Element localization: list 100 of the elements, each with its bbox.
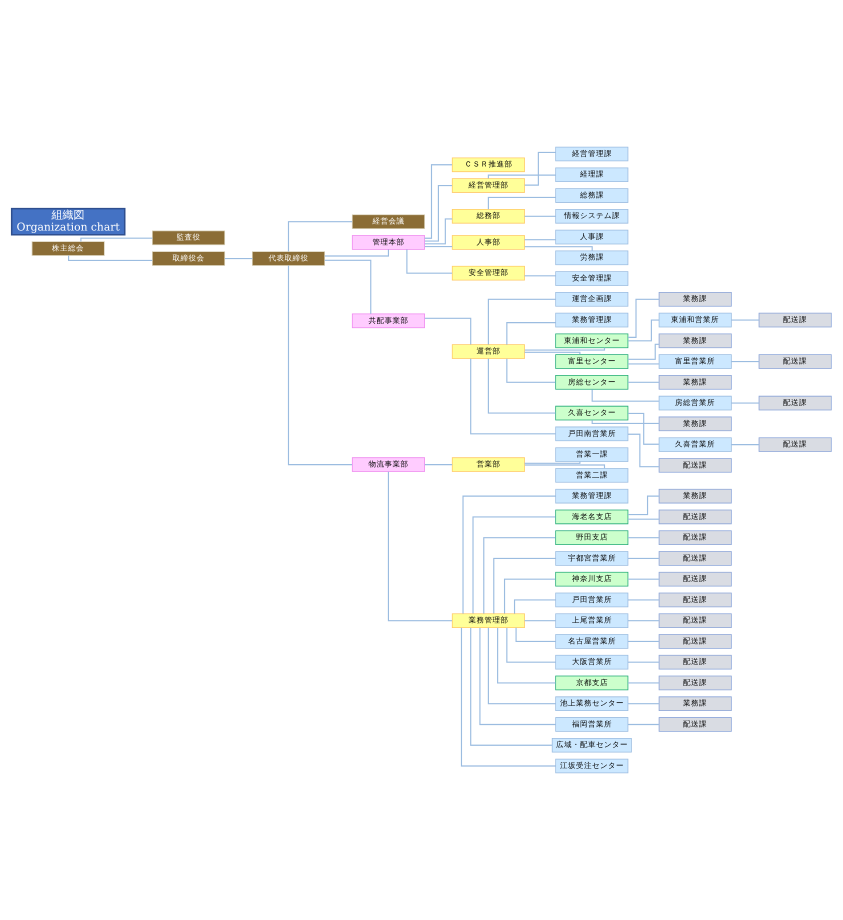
node-box: 業務管理課 [555, 488, 628, 504]
connector [424, 218, 452, 244]
node-box: 配送課 [758, 437, 832, 452]
connector [470, 628, 552, 746]
node-box: 戸田南営業所 [555, 426, 628, 442]
connector [424, 246, 452, 248]
connector [628, 558, 659, 559]
node-box: 配送課 [658, 592, 732, 608]
connector [628, 537, 659, 538]
connector [288, 266, 352, 466]
node-box: 業務課 [658, 696, 732, 712]
node-box: 野田支店 [555, 530, 628, 545]
node-box: 情報システム課 [555, 208, 628, 224]
connector [224, 258, 252, 260]
node-box: 福岡営業所 [555, 717, 628, 732]
connector [488, 628, 556, 704]
node-box: 運営部 [452, 344, 525, 359]
connector [80, 238, 152, 242]
node-box: 運営企画課 [555, 292, 628, 307]
node-box: 江坂受注センター [555, 758, 628, 774]
connector [493, 558, 556, 614]
node-box: 久喜センター [555, 406, 628, 420]
connector [628, 344, 659, 360]
node-box: 京都支店 [555, 676, 628, 690]
node-box: 業務管理部 [452, 613, 525, 628]
connector [732, 320, 759, 321]
node-box: 業務課 [658, 488, 732, 504]
node-box: 配送課 [658, 458, 732, 473]
connector [514, 599, 556, 614]
node-box: 業務課 [658, 375, 732, 390]
connector [524, 620, 556, 622]
node-box: 東浦和営業所 [658, 312, 732, 328]
node-box: 房総センター [555, 375, 628, 390]
connector [732, 402, 759, 404]
connector [483, 537, 556, 614]
node-box: 業務課 [658, 416, 732, 432]
connector [628, 724, 659, 726]
connector [424, 318, 472, 345]
connector [460, 628, 556, 767]
node-box: 経営管理課 [555, 146, 628, 162]
node-box: 配送課 [758, 312, 832, 328]
node-box: 富里営業所 [658, 354, 732, 369]
node-box: 配送課 [658, 551, 732, 566]
connector [488, 358, 556, 414]
node-box: 配送課 [658, 634, 732, 649]
connector [497, 628, 556, 684]
node-box: 総務部 [452, 208, 525, 224]
connector [488, 174, 556, 178]
connector [479, 628, 556, 726]
connector [324, 260, 372, 314]
connector [628, 434, 659, 468]
connector [732, 361, 759, 362]
node-box: 営業一課 [555, 447, 628, 462]
node-box: 組織図 Organization chart [10, 208, 126, 236]
node-box: 共配事業部 [352, 314, 425, 328]
node-box: 安全管理課 [555, 271, 628, 286]
connector [628, 382, 659, 383]
node-box: 人事部 [452, 235, 525, 250]
node-box: 管理本部 [352, 235, 425, 250]
node-box: 名古屋営業所 [555, 634, 628, 649]
node-box: 株主総会 [32, 241, 105, 256]
connector [406, 250, 452, 274]
node-box: 宇都宮営業所 [555, 551, 628, 566]
connector [462, 496, 556, 614]
connector [424, 164, 452, 239]
node-box: 経営管理部 [452, 178, 525, 193]
connector [68, 256, 152, 262]
connector [506, 322, 556, 345]
node-box: 配送課 [658, 676, 732, 690]
node-box: 配送課 [658, 510, 732, 524]
node-box: 配送課 [658, 654, 732, 670]
connector [524, 216, 556, 217]
connector [628, 412, 659, 445]
node-box: 戸田営業所 [555, 592, 628, 608]
node-box: 久喜営業所 [658, 437, 732, 452]
node-box: 配送課 [658, 572, 732, 586]
connector [424, 464, 452, 466]
node-box: 大阪営業所 [555, 654, 628, 670]
node-box: 配送課 [658, 613, 732, 628]
node-box: 物流事業部 [352, 457, 425, 472]
connector [524, 275, 556, 276]
node-box: 富里センター [555, 354, 628, 369]
node-box: 業務課 [658, 292, 732, 307]
node-box: 営業二課 [555, 468, 628, 483]
connector [628, 320, 660, 342]
connector [506, 358, 556, 383]
node-box: 広域・配車センター [552, 738, 632, 753]
connector [524, 352, 580, 354]
connector [628, 703, 659, 704]
node-box: 配送課 [658, 530, 732, 545]
connector [628, 298, 660, 338]
node-box: 配送課 [758, 354, 832, 369]
connector [628, 363, 659, 364]
node-box: 房総営業所 [658, 396, 732, 410]
connector [324, 250, 390, 257]
node-box: 経営会議 [352, 214, 425, 229]
node-box: 東浦和センター [555, 334, 628, 348]
connector [488, 298, 556, 345]
connector [628, 640, 659, 642]
node-box: 業務課 [658, 334, 732, 348]
